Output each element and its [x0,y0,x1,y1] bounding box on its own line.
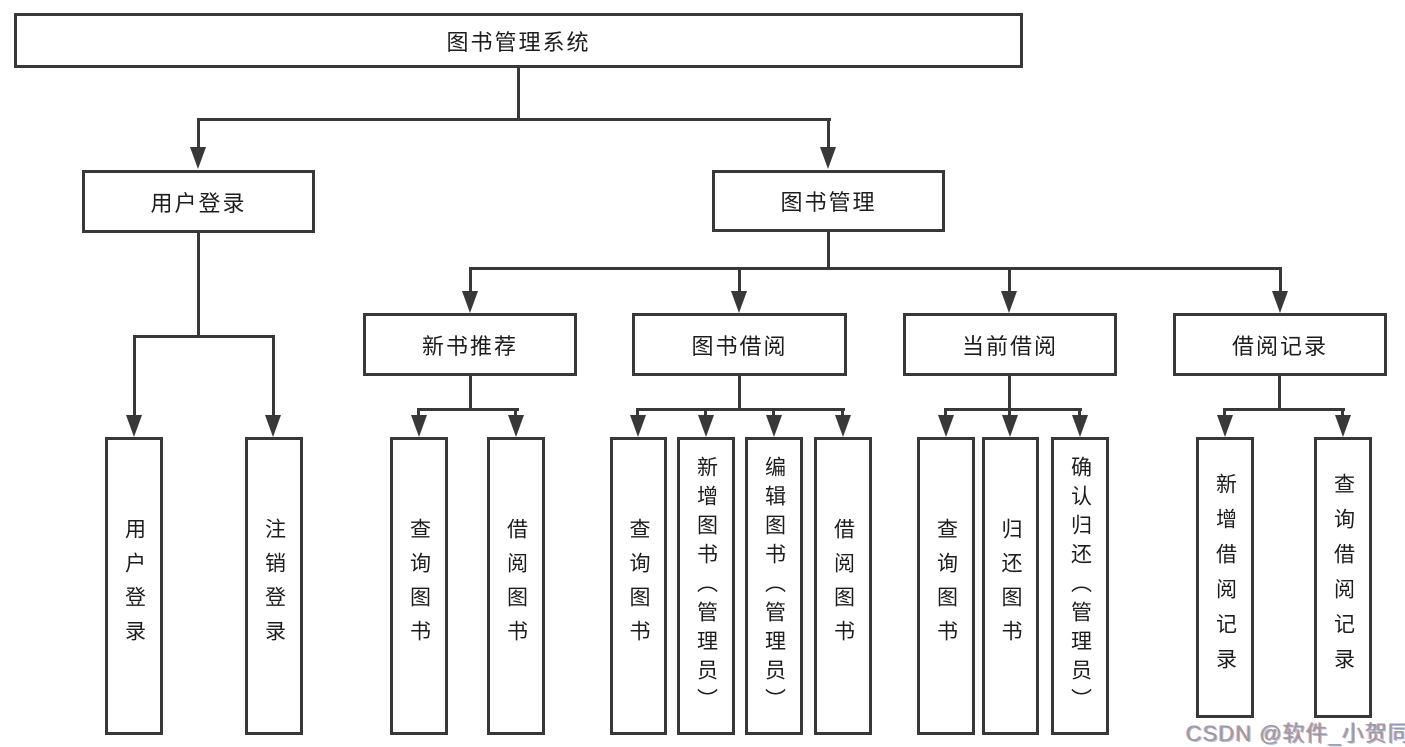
node-user-login: 用户登录 [82,170,315,233]
arrowhead-down-icon [820,147,836,169]
connector-drop [827,118,830,149]
arrowhead-down-icon [190,147,206,169]
leaf-label: 用户登录 [122,518,146,654]
connector-drop [1008,408,1011,421]
connector-drop [1341,408,1344,421]
node-label: 当前借阅 [961,333,1058,359]
connector-drop [841,408,844,421]
arrowhead-down-icon [1001,291,1017,313]
arrowhead-down-icon [731,291,747,313]
connector-userlogin-branch [133,335,275,338]
connector-branch [636,408,845,411]
connector-branch [944,408,1082,411]
connector-drop [469,267,472,295]
node-borrow-records: 借阅记录 [1173,313,1387,376]
connector-drop [197,118,200,149]
arrowhead-down-icon [630,415,646,437]
node-label: 用户登录 [150,190,247,216]
node-label: 图书管理 [780,190,877,215]
arrowhead-down-icon [1072,415,1088,437]
connector-drop [944,408,947,421]
connector-drop [1078,408,1081,421]
leaf-newbook-borrow-books: 借阅图书 [487,437,545,735]
node-label: 新书推荐 [421,333,518,359]
connector-drop [772,408,775,421]
connector-drop [417,408,420,421]
node-label: 图书管理系统 [446,29,591,55]
arrowhead-down-icon [766,415,782,437]
connector-drop [1008,267,1011,295]
arrowhead-down-icon [835,415,851,437]
connector-drop [514,408,517,421]
leaf-borrow-query-books: 查询图书 [610,437,667,735]
leaf-label: 借阅图书 [831,518,855,654]
node-label: 图书借阅 [691,333,788,359]
arrowhead-down-icon [698,415,714,437]
arrowhead-down-icon [411,415,427,437]
connector-drop [133,335,136,417]
node-current-borrow: 当前借阅 [903,313,1117,376]
leaf-current-query-books: 查询图书 [917,437,975,735]
arrowhead-down-icon [1002,415,1018,437]
arrowhead-down-icon [1217,415,1233,437]
connector-bookmgmt-branch [469,267,1282,270]
connector-stem [1278,376,1281,411]
arrowhead-down-icon [1335,415,1351,437]
connector-stem [738,376,741,411]
leaf-borrow-borrow-books: 借阅图书 [814,437,872,735]
arrowhead-down-icon [508,415,524,437]
leaf-label: 新增借阅记录 [1213,472,1237,683]
leaf-borrow-add-books-admin: 新增图书（管理员） [677,437,735,735]
leaf-label: 归还图书 [999,518,1022,654]
node-book-borrow: 图书借阅 [632,313,847,376]
arrowhead-down-icon [265,415,281,437]
connector-stem [1008,376,1011,411]
leaf-newbook-query-books: 查询图书 [390,437,448,735]
connector-branch [1223,408,1345,411]
leaf-records-query-record: 查询借阅记录 [1314,437,1372,718]
leaf-label: 新增图书（管理员） [694,455,718,717]
connector-root-stem [517,68,520,121]
leaf-user-login: 用户登录 [105,437,163,735]
leaf-label: 查询图书 [407,518,431,654]
node-new-book-recommend: 新书推荐 [363,313,577,376]
leaf-label: 编辑图书（管理员） [762,455,786,717]
leaf-label: 确认归还（管理员） [1068,455,1092,717]
leaf-records-add-record: 新增借阅记录 [1196,437,1254,718]
connector-stem [469,376,472,411]
connector-userlogin-stem [197,233,200,338]
leaf-current-return-books: 归还图书 [982,437,1039,735]
connector-drop [738,267,741,295]
arrowhead-down-icon [938,415,954,437]
connector-bookmgmt-stem [827,232,830,270]
connector-branch [417,408,519,411]
connector-drop [1223,408,1226,421]
csdn-watermark: CSDN @软件_小贺同学 [1186,721,1405,746]
arrowhead-down-icon [126,415,142,437]
leaf-current-confirm-return-admin: 确认归还（管理员） [1051,437,1109,735]
arrowhead-down-icon [462,291,478,313]
node-book-management: 图书管理 [712,170,945,232]
arrowhead-down-icon [1272,291,1288,313]
node-library-management-system: 图书管理系统 [14,13,1023,68]
connector-drop [272,335,275,417]
leaf-label: 查询图书 [934,518,958,654]
connector-root-branch [197,118,831,121]
leaf-label: 借阅图书 [504,518,528,654]
leaf-logout: 注销登录 [245,437,303,735]
leaf-label: 注销登录 [262,518,286,654]
leaf-borrow-edit-books-admin: 编辑图书（管理员） [745,437,803,735]
connector-drop [636,408,639,421]
leaf-label: 查询借阅记录 [1331,472,1355,683]
connector-drop [1279,267,1282,295]
node-label: 借阅记录 [1231,333,1328,359]
leaf-label: 查询图书 [627,518,650,654]
connector-drop [704,408,707,421]
